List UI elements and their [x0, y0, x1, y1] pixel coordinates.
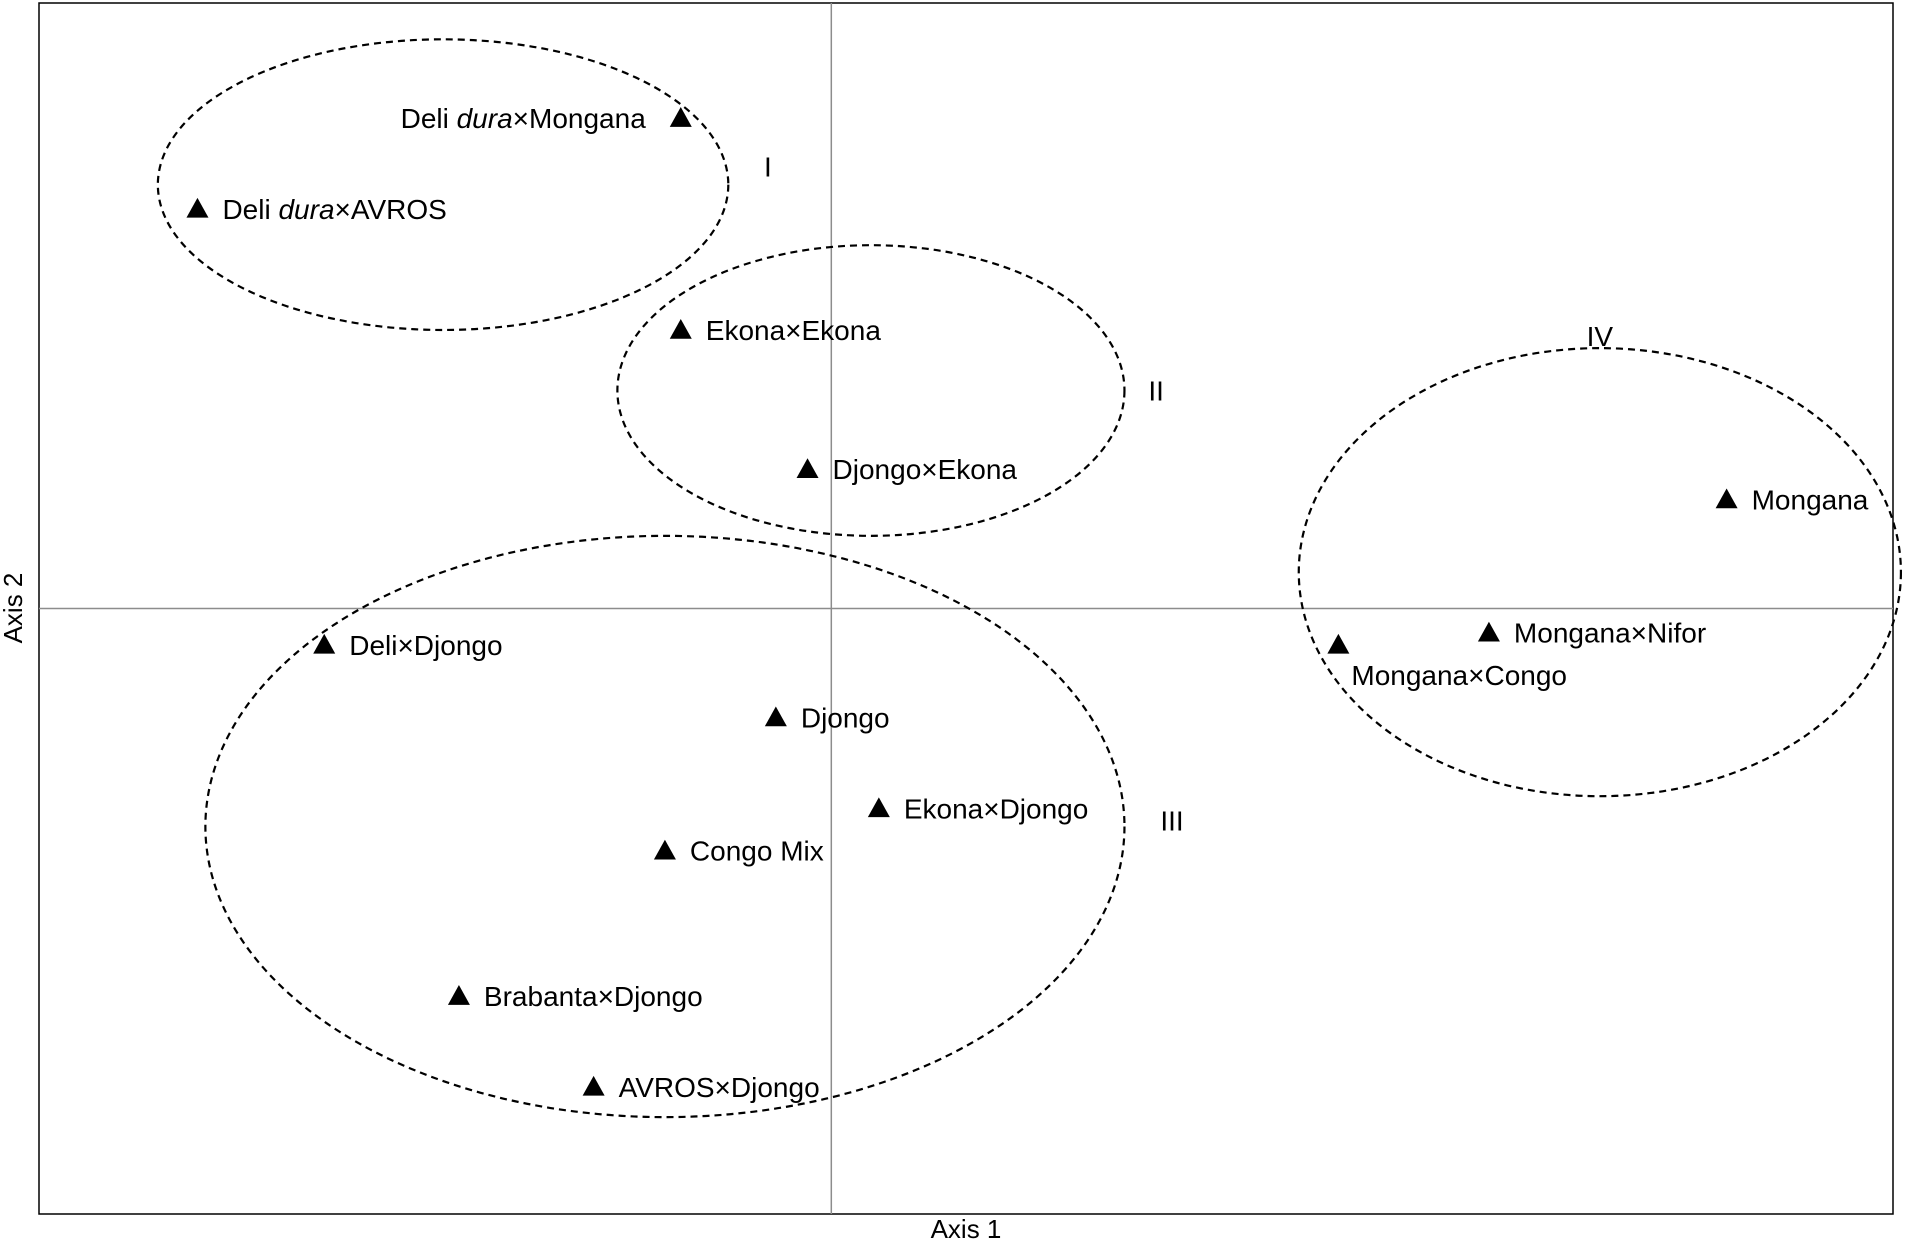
- point-label-text: AVROS×Djongo: [619, 1072, 820, 1103]
- point-label-italic: dura: [457, 103, 513, 134]
- point-label-10: Ekona×Djongo: [904, 793, 1088, 824]
- point-marker-7: [1477, 621, 1500, 642]
- cluster-label-1: I: [764, 151, 772, 182]
- point-marker-11: [653, 839, 676, 860]
- x-axis-label: Axis 1: [931, 1214, 1002, 1244]
- point-label-11: Congo Mix: [690, 836, 824, 867]
- point-label-text: Deli: [401, 103, 457, 134]
- point-marker-4: [796, 458, 819, 479]
- y-axis-label: Axis 2: [0, 573, 28, 644]
- point-marker-3: [669, 318, 692, 339]
- point-label-text: Brabanta×Djongo: [484, 981, 703, 1012]
- point-label-suffix: ×Mongana: [513, 103, 647, 134]
- point-marker-12: [447, 985, 470, 1005]
- point-label-text: Mongana×Nifor: [1514, 618, 1706, 649]
- point-label-text: Deli×Djongo: [349, 630, 502, 661]
- point-label-3: Ekona×Ekona: [706, 315, 882, 346]
- point-label-suffix: ×AVROS: [335, 194, 447, 225]
- cluster-label-3: III: [1160, 805, 1183, 836]
- point-label-4: Djongo×Ekona: [833, 454, 1018, 485]
- point-label-text: Deli: [222, 194, 278, 225]
- point-label-text: Mongana×Congo: [1351, 660, 1567, 691]
- point-marker-6: [313, 633, 336, 654]
- point-label-text: Ekona×Ekona: [706, 315, 882, 346]
- point-label-12: Brabanta×Djongo: [484, 981, 703, 1012]
- point-marker-2: [186, 197, 209, 218]
- point-label-text: Djongo×Ekona: [833, 454, 1018, 485]
- point-label-13: AVROS×Djongo: [619, 1072, 820, 1103]
- point-label-text: Ekona×Djongo: [904, 793, 1088, 824]
- point-marker-5: [1715, 488, 1738, 509]
- cluster-label-4: IV: [1587, 321, 1614, 352]
- point-marker-1: [669, 107, 692, 127]
- point-label-2: Deli dura×AVROS: [222, 194, 446, 225]
- point-marker-9: [764, 706, 787, 727]
- cluster-ellipse-3: [204, 534, 1126, 1119]
- point-label-7: Mongana×Nifor: [1514, 618, 1706, 649]
- cluster-label-2: II: [1148, 376, 1164, 407]
- point-label-1: Deli dura×Mongana: [401, 103, 647, 134]
- point-label-5: Mongana: [1752, 485, 1869, 516]
- cluster-ellipse-1: [156, 38, 730, 332]
- point-label-text: Mongana: [1752, 485, 1869, 516]
- point-label-text: Congo Mix: [690, 836, 824, 867]
- point-label-italic: dura: [278, 194, 334, 225]
- point-label-text: Djongo: [801, 702, 890, 733]
- cluster-ellipse-4: [1297, 347, 1903, 798]
- cluster-ellipse-2: [616, 244, 1126, 537]
- point-label-8: Mongana×Congo: [1351, 660, 1567, 691]
- point-marker-8: [1327, 633, 1350, 654]
- point-marker-10: [867, 797, 890, 818]
- point-label-6: Deli×Djongo: [349, 630, 502, 661]
- point-label-9: Djongo: [801, 702, 890, 733]
- point-marker-13: [582, 1075, 605, 1096]
